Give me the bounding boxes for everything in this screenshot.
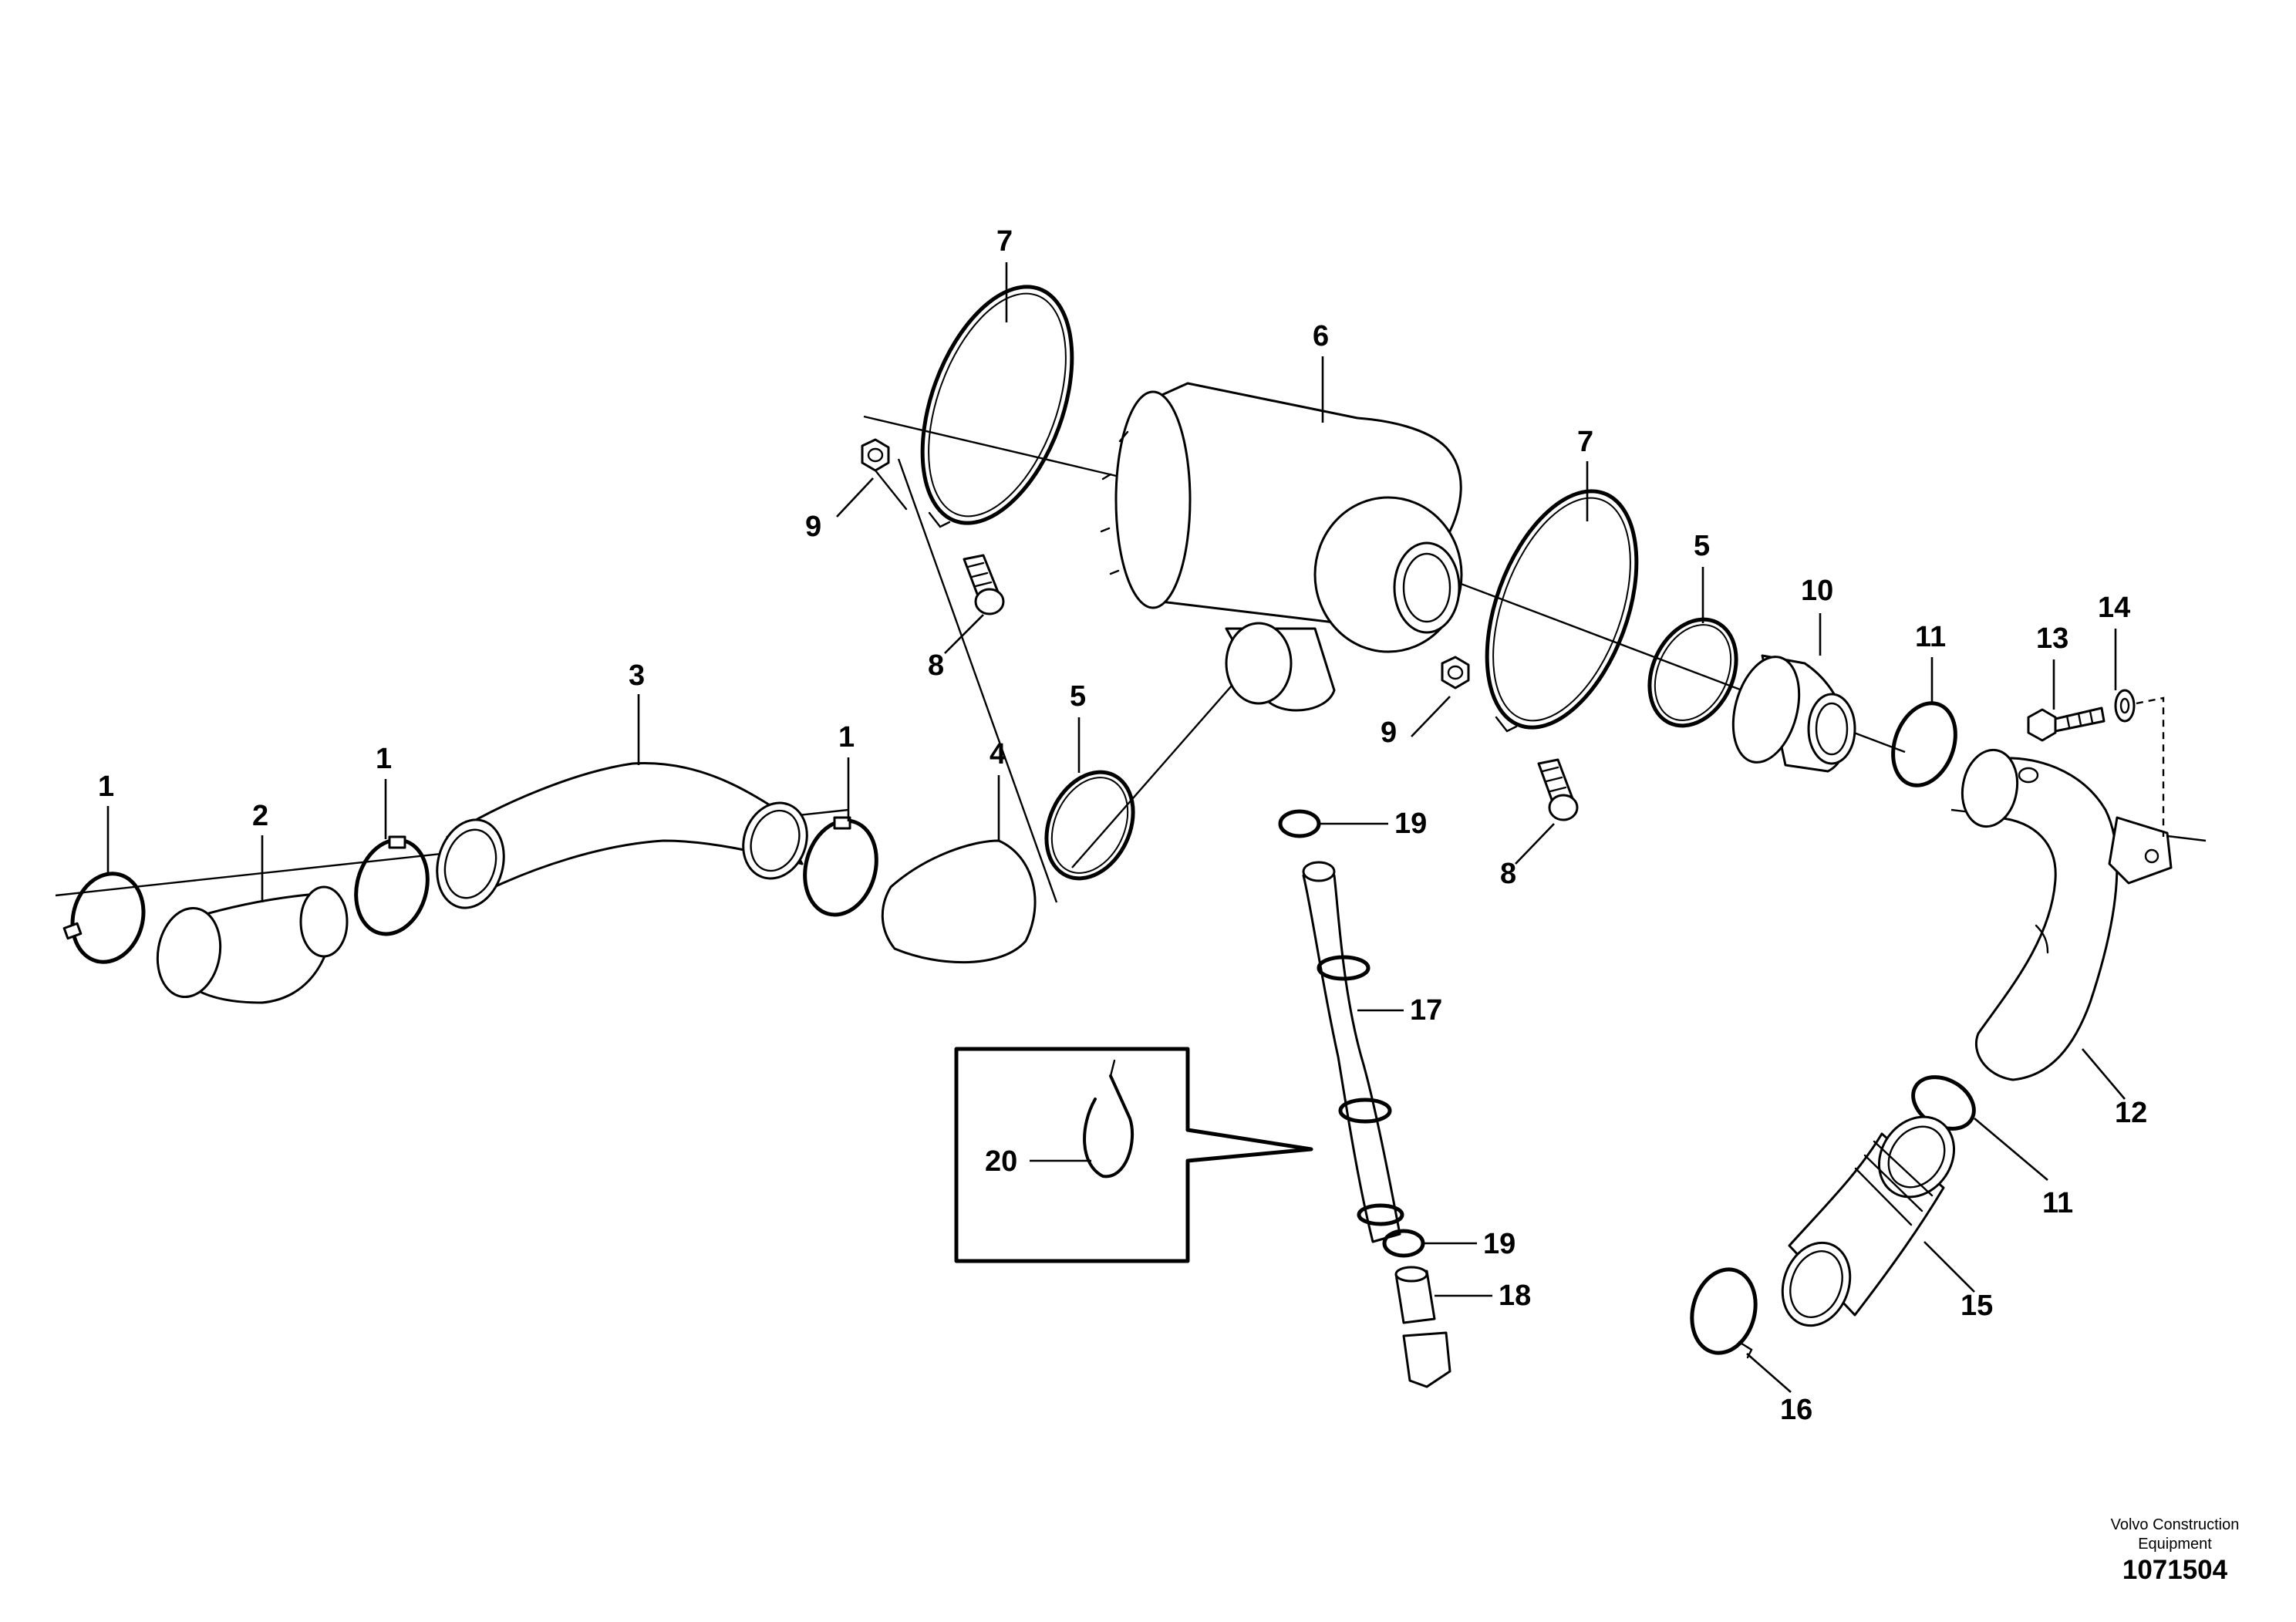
callout-9b: 9 [1381,717,1397,749]
callout-12: 12 [2115,1097,2147,1129]
callout-labels: 7 6 7 9 8 9 8 5 10 11 13 14 5 3 4 1 1 1 … [98,225,2147,1426]
callout-5a: 5 [1070,680,1086,713]
callout-15: 15 [1961,1290,1993,1322]
nut-right [1441,656,1470,690]
elbow-hose [156,885,349,1004]
footer-company: Volvo Construction Equipment [2082,1516,2267,1554]
bolt-right [1537,758,1579,821]
footer-company-line2: Equipment [2138,1536,2212,1553]
intake-pipe-bent [1961,748,2173,1081]
callout-6: 6 [1313,320,1329,352]
callout-11b: 11 [2042,1187,2073,1219]
callout-10: 10 [1801,575,1833,607]
callout-7b: 7 [1577,426,1593,458]
clamp-19-lower [1382,1229,1425,1258]
curved-pipe [436,762,808,909]
leader-lines [106,262,2126,1393]
callout-8b: 8 [1500,858,1516,890]
clamp-ring-16 [1690,1267,1758,1359]
callout-16: 16 [1780,1394,1812,1426]
drawing-number: 1071504 [2122,1555,2228,1585]
clamp-ring-5-left [1044,770,1135,881]
callout-20: 20 [985,1145,1017,1178]
valve-18 [1394,1266,1451,1388]
callout-4: 4 [990,738,1006,771]
footer-company-line1: Volvo Construction [2110,1516,2240,1533]
nut-left [861,438,908,511]
drain-tube [1302,861,1404,1243]
callout-11a: 11 [1915,621,1946,653]
callout-17: 17 [1410,994,1442,1027]
callout-1a: 1 [98,771,114,803]
callout-2: 2 [252,800,268,832]
clamp-19-upper [1278,809,1321,838]
washer-14 [2114,689,2136,723]
reducer-coupling [1731,654,1856,773]
assembly-dashed-line [2136,696,2165,837]
clamp-ring-1-a [62,872,146,964]
callout-8a: 8 [928,649,944,682]
air-filter-housing [1100,382,1463,712]
bolt-13 [2027,706,2106,742]
callout-13: 13 [2036,622,2068,655]
bolt-left [963,554,1005,615]
clamp-ring-1-c [803,816,878,917]
callout-1b: 1 [376,743,392,775]
clamp-ring-11-upper [1891,701,1957,787]
callout-1c: 1 [838,721,855,754]
callout-5b: 5 [1694,530,1710,562]
corrugated-hose [1781,1115,1956,1327]
callout-3: 3 [629,659,645,692]
callout-18: 18 [1499,1280,1531,1312]
elbow-4 [881,839,1037,964]
callout-14: 14 [2098,592,2130,624]
callout-9a: 9 [805,511,821,543]
clamp-ring-1-b [354,835,430,936]
large-clamp-ring-left [920,285,1074,528]
large-clamp-ring-right [1485,489,1639,733]
clamp-ring-5-right [1647,617,1738,728]
callout-19b: 19 [1483,1228,1515,1260]
callout-7a: 7 [996,225,1013,258]
detail-box [954,1047,1313,1263]
callout-19a: 19 [1394,808,1427,840]
